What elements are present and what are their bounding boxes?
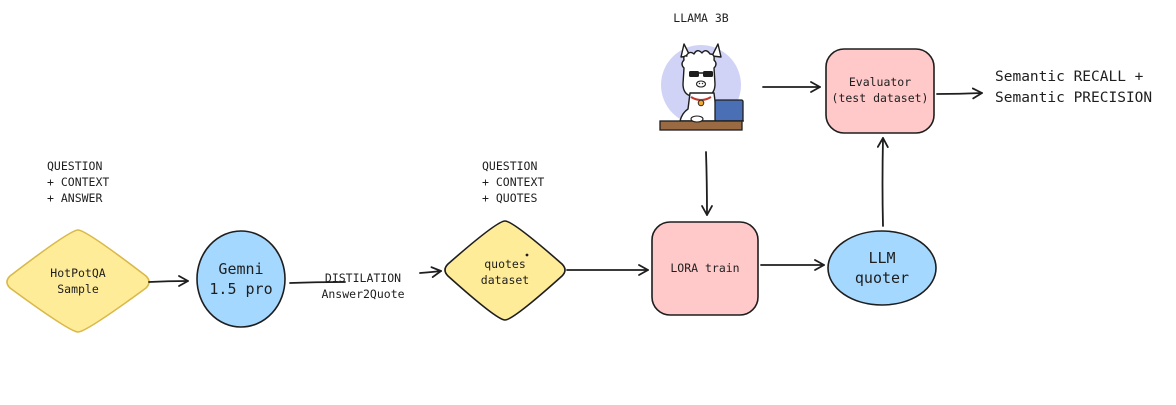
quotes-label-line: quotes	[484, 257, 526, 271]
quoter-ellipse	[827, 230, 937, 306]
hotpot-label-line: HotPotQA	[50, 266, 106, 280]
metrics-label-line: Semantic RECALL +	[995, 69, 1144, 85]
quotes-label-line: dataset	[480, 273, 530, 287]
llama-label: LLAMA 3B	[673, 11, 729, 25]
lora-box	[651, 221, 759, 316]
dataset-annotation-line: + CONTEXT	[482, 175, 545, 189]
distillation-label-line: Answer2Quote	[321, 287, 405, 301]
gemini-circle	[196, 230, 286, 328]
lora-label: LORA train	[670, 261, 740, 275]
quoter-label-line: quoter	[854, 269, 910, 287]
input-annotation-line: QUESTION	[47, 159, 103, 173]
gemini-label: Gemni 1.5 pro	[209, 259, 272, 299]
dataset-annotation: QUESTION + CONTEXT + QUOTES	[482, 158, 544, 206]
metrics-label-line: Semantic PRECISION	[995, 90, 1153, 106]
quotes-label: quotes dataset	[481, 256, 529, 288]
distillation-label-line: DISTILATION	[324, 271, 402, 285]
dataset-annotation-line: QUESTION	[482, 159, 538, 173]
input-annotation-line: + CONTEXT	[47, 175, 110, 189]
hotpot-diamond	[6, 229, 150, 333]
hotpot-label: HotPotQA Sample	[50, 265, 105, 297]
arrow-evaluator-to-metrics	[936, 87, 983, 100]
quoter-label: LLM quoter	[855, 248, 909, 288]
metrics-label: Semantic RECALL + Semantic PRECISION	[995, 67, 1152, 109]
input-annotation: QUESTION + CONTEXT + ANSWER	[47, 158, 109, 206]
evaluator-label: Evaluator (test dataset)	[832, 74, 929, 106]
arrow-gemini-to-quotes	[289, 271, 441, 284]
dataset-annotation-line: + QUOTES	[482, 191, 538, 205]
arrow-quoter-to-evaluator	[876, 137, 889, 227]
arrow-llama-to-lora	[701, 151, 713, 216]
gemini-label-line: Gemni	[218, 260, 264, 278]
hotpot-label-line: Sample	[57, 282, 99, 296]
llama-icon	[659, 43, 744, 131]
evaluator-box	[825, 48, 935, 134]
quoter-label-line: LLM	[868, 249, 896, 267]
evaluator-label-line: (test dataset)	[831, 91, 929, 105]
input-annotation-line: + ANSWER	[47, 191, 103, 205]
gemini-label-line: 1.5 pro	[209, 280, 273, 298]
distillation-label: DISTILATION Answer2Quote	[321, 270, 404, 302]
arrow-hotpot-to-gemini	[148, 275, 189, 287]
quotes-dot	[525, 253, 529, 257]
evaluator-label-line: Evaluator	[848, 75, 912, 89]
